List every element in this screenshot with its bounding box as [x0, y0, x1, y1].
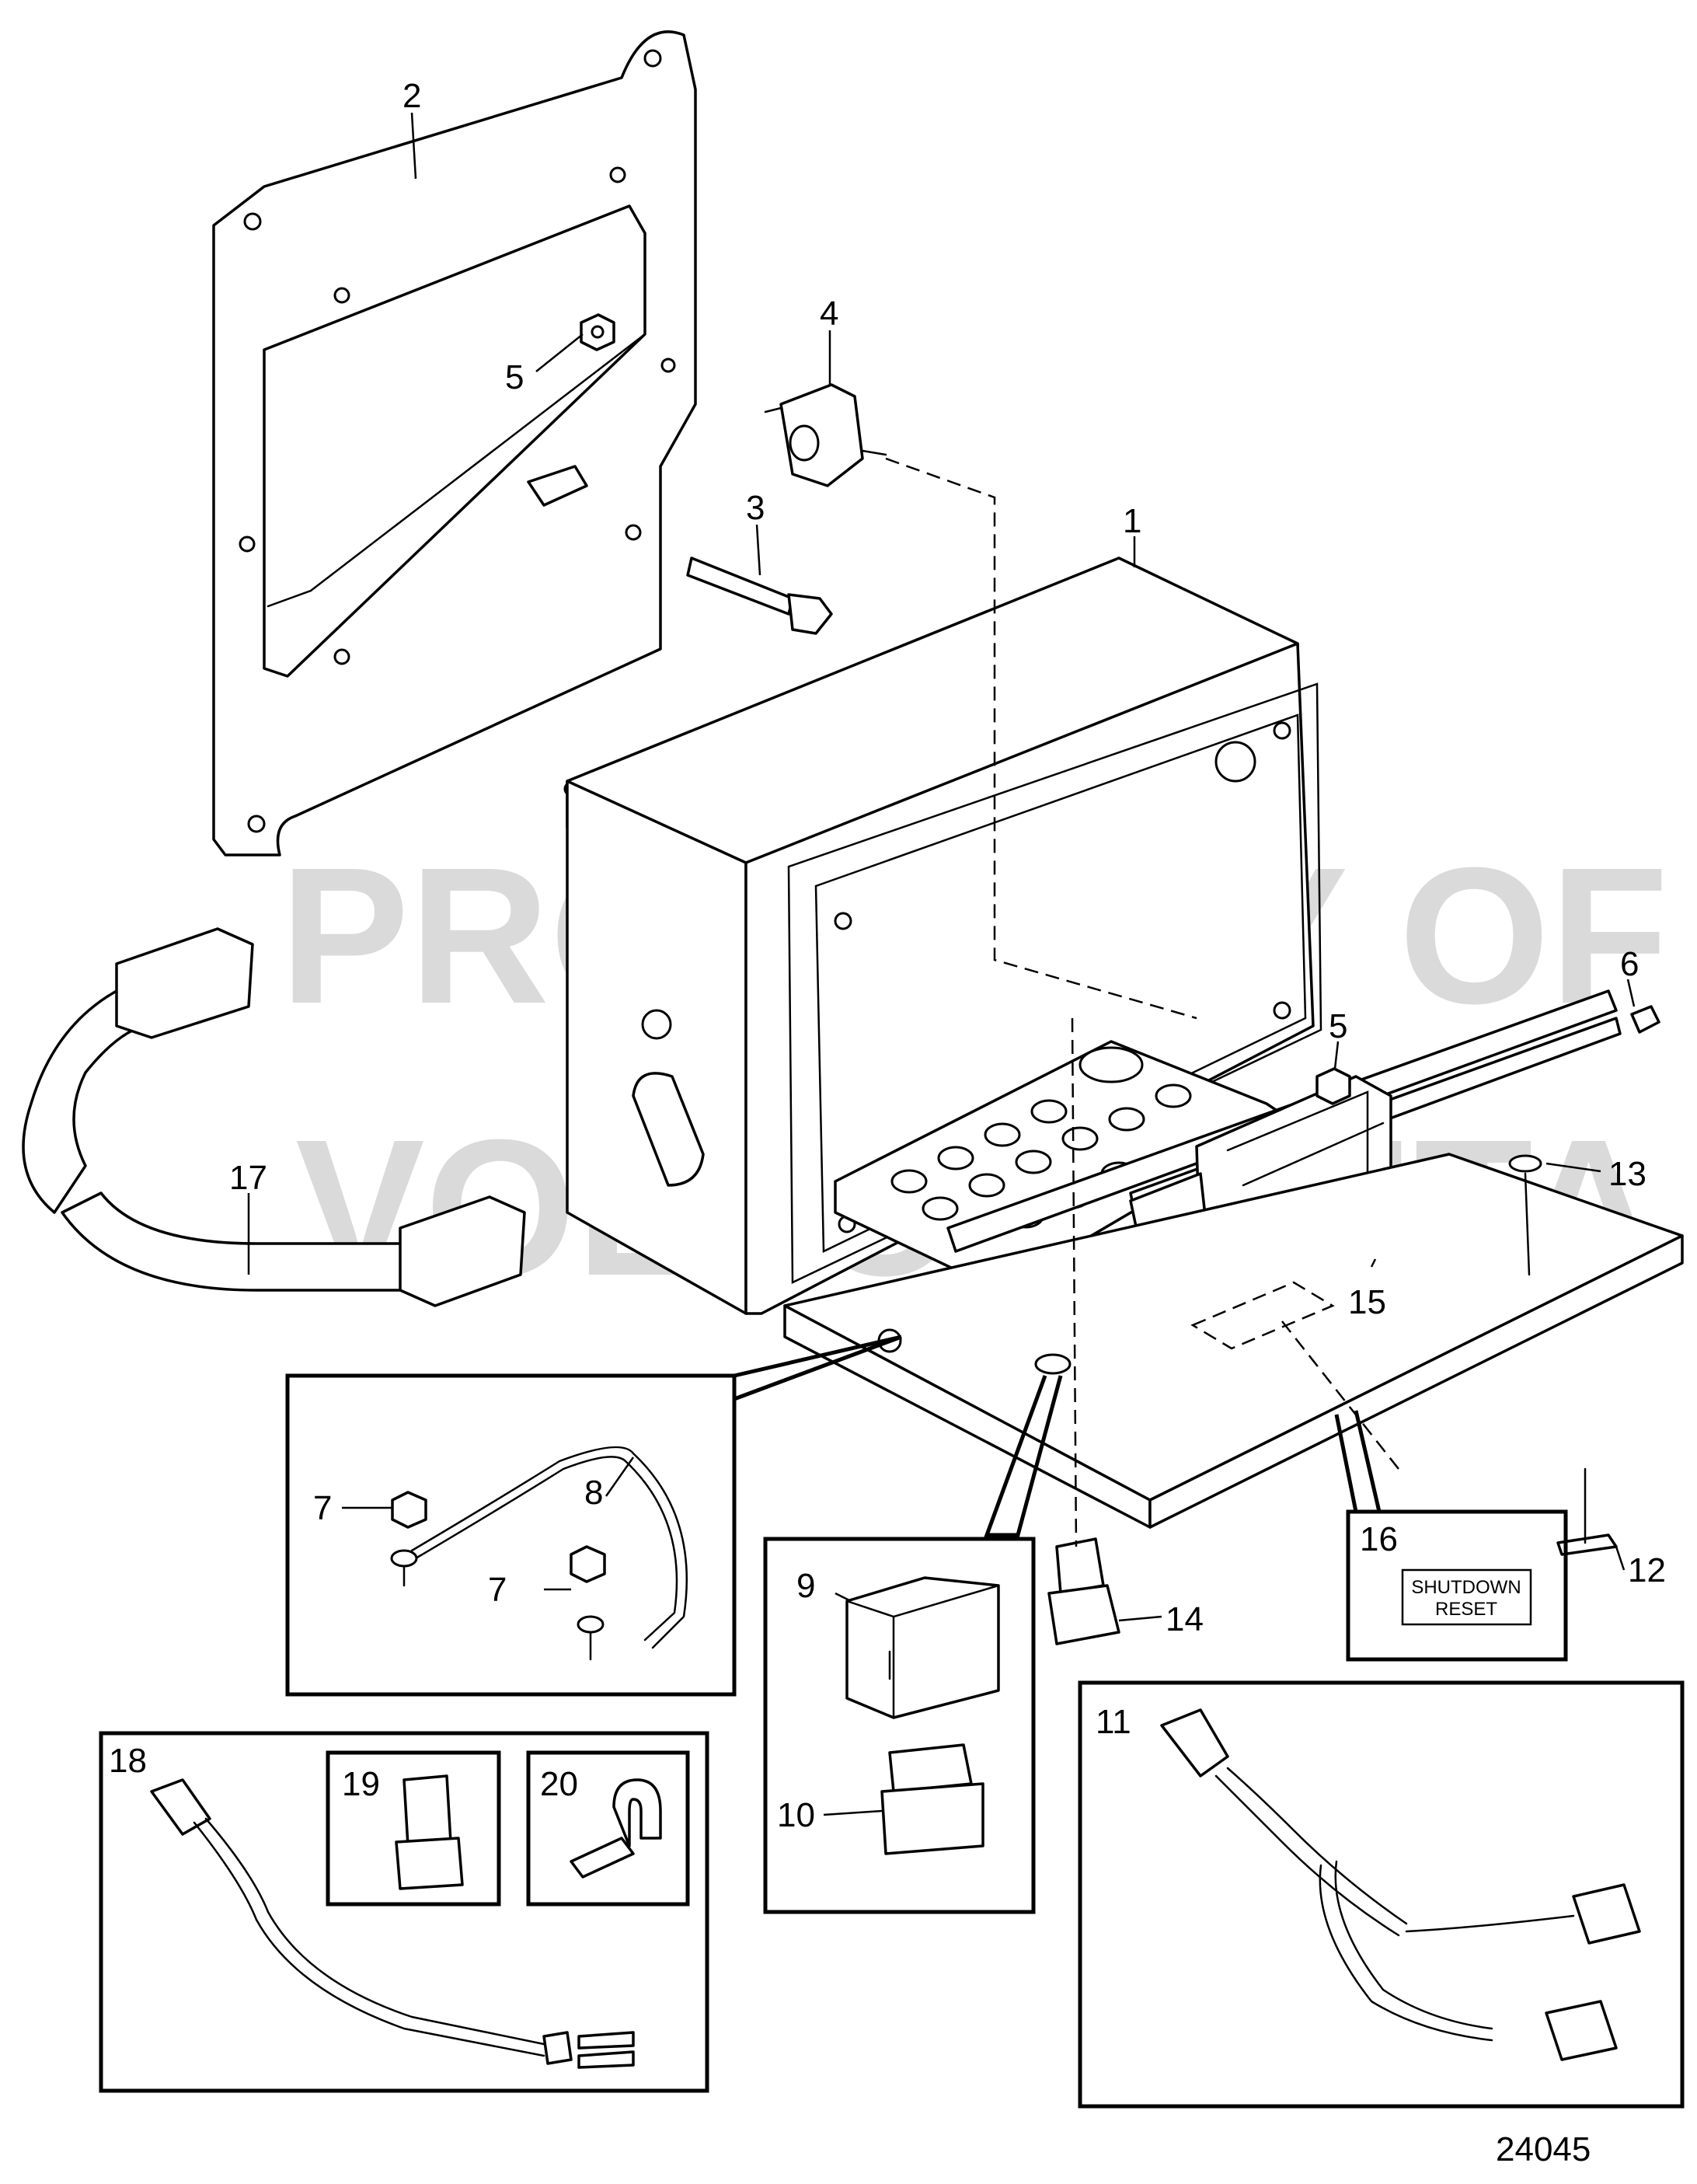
detail-ground-strap: 7 7 8: [285, 1373, 737, 1697]
nut-upper: [580, 313, 615, 351]
nut-7-upper: [390, 1491, 427, 1587]
callout-16: 16: [1360, 1520, 1398, 1558]
detail-y-harness: 11: [1078, 1680, 1685, 2109]
nut-lower: [1315, 1067, 1351, 1105]
callout-8: 8: [584, 1474, 603, 1512]
cable-gland-10: [880, 1743, 984, 1855]
switch-9: [845, 1576, 1000, 1719]
conduit-hose: [22, 927, 526, 1307]
callout-14: 14: [1166, 1600, 1204, 1638]
callout-2: 2: [402, 77, 421, 115]
fitting-19: [395, 1774, 464, 1890]
assembly-lines: [885, 457, 1399, 1547]
callout-4: 4: [820, 295, 838, 333]
callout-6: 6: [1620, 945, 1639, 983]
callout-11: 11: [1096, 1703, 1131, 1741]
harness-18: [150, 1778, 635, 2069]
callout-5-lower: 5: [1329, 1007, 1347, 1045]
detail-switch: 9 10: [763, 1537, 1036, 1914]
callout-20: 20: [540, 1765, 578, 1803]
label-line-2: RESET: [1435, 1599, 1497, 1620]
callout-15: 15: [1348, 1283, 1386, 1321]
callout-labels: 2 4 5 3 1 5 6 13 15 12 17 14 24045: [229, 77, 1666, 2168]
washer: [1508, 1154, 1542, 1276]
bolt: [686, 556, 833, 635]
callout-9: 9: [796, 1567, 815, 1605]
detail-label: SHUTDOWN RESET 16: [1346, 1509, 1568, 1662]
detail-harness-kit: 18 19 20: [99, 1731, 709, 2093]
callout-17: 17: [229, 1159, 267, 1197]
callout-12: 12: [1628, 1551, 1666, 1589]
nut-7-lower: [570, 1545, 606, 1661]
callout-19: 19: [342, 1765, 380, 1803]
callout-18: 18: [109, 1742, 147, 1780]
leader-lines: [247, 112, 1636, 1622]
callout-10: 10: [777, 1796, 815, 1834]
cable-clamp-20: [570, 1778, 662, 1879]
callout-7-upper: 7: [313, 1489, 332, 1527]
callout-1: 1: [1123, 502, 1141, 540]
callout-3: 3: [746, 489, 765, 527]
callout-5-upper: 5: [505, 358, 524, 396]
label-line-1: SHUTDOWN: [1411, 1577, 1521, 1598]
cable-gland: [1047, 1537, 1120, 1645]
mounting-bracket: [212, 30, 697, 857]
callout-7-lower: 7: [488, 1571, 507, 1609]
callout-13: 13: [1608, 1155, 1646, 1193]
standoff-block: [764, 383, 887, 487]
enclosure-lid: [783, 1153, 1684, 1529]
enclosure-box: [566, 556, 1322, 1315]
shutdown-reset-label: [1401, 1568, 1532, 1626]
harness-11: [1160, 1708, 1641, 2061]
drawing-number: 24045: [1496, 2130, 1591, 2168]
